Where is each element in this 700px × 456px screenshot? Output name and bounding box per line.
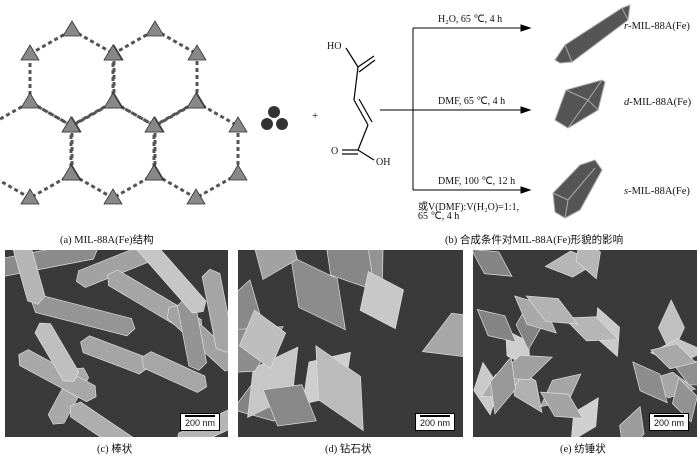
- caption-b: (b) 合成条件对MIL-88A(Fe)形貌的影响: [445, 235, 624, 246]
- fe-octahedron-icon: [228, 164, 248, 181]
- crystal-particle: [18, 349, 97, 403]
- crystal-particle: [473, 250, 513, 277]
- crystal-particle: [238, 309, 287, 370]
- label-o: O: [331, 146, 339, 157]
- crystal-particle: [476, 309, 517, 343]
- condition-1: H₂O, 65 ℃, 4 h: [438, 14, 503, 25]
- linker: [112, 28, 156, 56]
- caption-d: (d) 钻石状: [325, 444, 372, 455]
- fe-octahedron-icon: [144, 116, 164, 133]
- crystal-particle: [315, 345, 364, 432]
- fe-octahedron-icon: [61, 164, 81, 181]
- sem-image-spindle: 200 nm: [473, 250, 697, 437]
- condition-3-alt: 或V(DMF):V(H₂O)=1:1,: [418, 202, 520, 213]
- spindle-crystal-icon: [552, 159, 603, 219]
- crystal-particle: [141, 351, 208, 393]
- scale-bar: 200 nm: [648, 413, 689, 431]
- crystal-particle: [252, 250, 298, 281]
- linker: [153, 100, 197, 128]
- crystal-particle: [135, 250, 207, 314]
- condition-3: DMF, 100 ℃, 12 h: [438, 176, 516, 187]
- crystal-particle: [5, 250, 46, 305]
- crystal-particle: [632, 361, 668, 404]
- rod-crystal-icon: [554, 4, 631, 64]
- crystal-particle: [359, 271, 404, 330]
- label-ho: HO: [327, 41, 342, 52]
- fe-octahedron-icon: [103, 92, 123, 109]
- fe-octahedron-icon: [103, 188, 123, 205]
- fe-octahedron-icon: [20, 44, 40, 61]
- linker: [70, 172, 114, 200]
- product-d: d-MIL-88A(Fe): [624, 97, 692, 108]
- crystal-particle: [525, 295, 579, 325]
- fe-octahedron-icon: [228, 116, 248, 133]
- crystal-particle: [650, 343, 697, 370]
- crystal-particle: [421, 312, 463, 358]
- plus-sign: +: [312, 110, 319, 122]
- synthesis-scheme: [261, 4, 631, 219]
- crystal-particle: [290, 255, 346, 331]
- scale-bar: 200 nm: [179, 413, 220, 431]
- fe-octahedron-icon: [144, 164, 164, 181]
- crystal-particle: [262, 384, 317, 427]
- mil-88a-framework-structure: [0, 20, 248, 205]
- crystal-particle: [5, 250, 98, 278]
- crystal-particle: [539, 391, 584, 419]
- label-oh: OH: [376, 157, 391, 168]
- linker: [70, 100, 114, 128]
- crystal-particle: [34, 322, 80, 382]
- crystal-particle: [238, 279, 264, 356]
- crystal-particle: [176, 396, 228, 437]
- product-r: r-MIL-88A(Fe): [624, 21, 690, 32]
- fe-octahedron-icon: [62, 20, 82, 37]
- diamond-crystal-icon: [554, 79, 606, 129]
- crystal-particle: [490, 355, 516, 415]
- fe-octahedron-icon: [186, 92, 206, 109]
- crystal-particle: [575, 250, 601, 280]
- fe-octahedron-icon: [103, 44, 123, 61]
- fe3-cluster-icon: [261, 106, 288, 130]
- linker: [0, 179, 31, 200]
- product-s: s-MIL-88A(Fe): [624, 186, 690, 197]
- crystal-particle: [201, 268, 228, 353]
- caption-e: (e) 纺锤状: [560, 444, 606, 455]
- crystal-particle: [672, 377, 697, 423]
- sem-image-rod: 200 nm: [5, 250, 228, 437]
- caption-c: (c) 棒状: [97, 444, 133, 455]
- crystal-particle: [570, 397, 599, 437]
- fe-octahedron-icon: [61, 116, 81, 133]
- caption-a: (a) MIL-88A(Fe)结构: [60, 235, 154, 246]
- linker: [29, 28, 73, 56]
- scale-bar: 200 nm: [414, 413, 455, 431]
- fe-octahedron-icon: [145, 20, 165, 37]
- crystal-particle: [80, 335, 149, 375]
- fe-octahedron-icon: [186, 188, 206, 205]
- fe-octahedron-icon: [20, 92, 40, 109]
- fe-octahedron-icon: [20, 188, 40, 205]
- fumaric-acid-molecule: [342, 47, 376, 161]
- fe-octahedron-icon: [187, 44, 207, 61]
- linker: [0, 100, 31, 121]
- crystal-particle: [619, 405, 645, 437]
- condition-3-alt-temp: 65 ℃, 4 h: [418, 211, 460, 222]
- sem-image-diamond: 200 nm: [238, 250, 463, 437]
- crystal-particle: [70, 401, 139, 437]
- condition-2: DMF, 65 ℃, 4 h: [438, 96, 506, 107]
- crystal-particle: [563, 316, 620, 342]
- linker: [153, 172, 197, 200]
